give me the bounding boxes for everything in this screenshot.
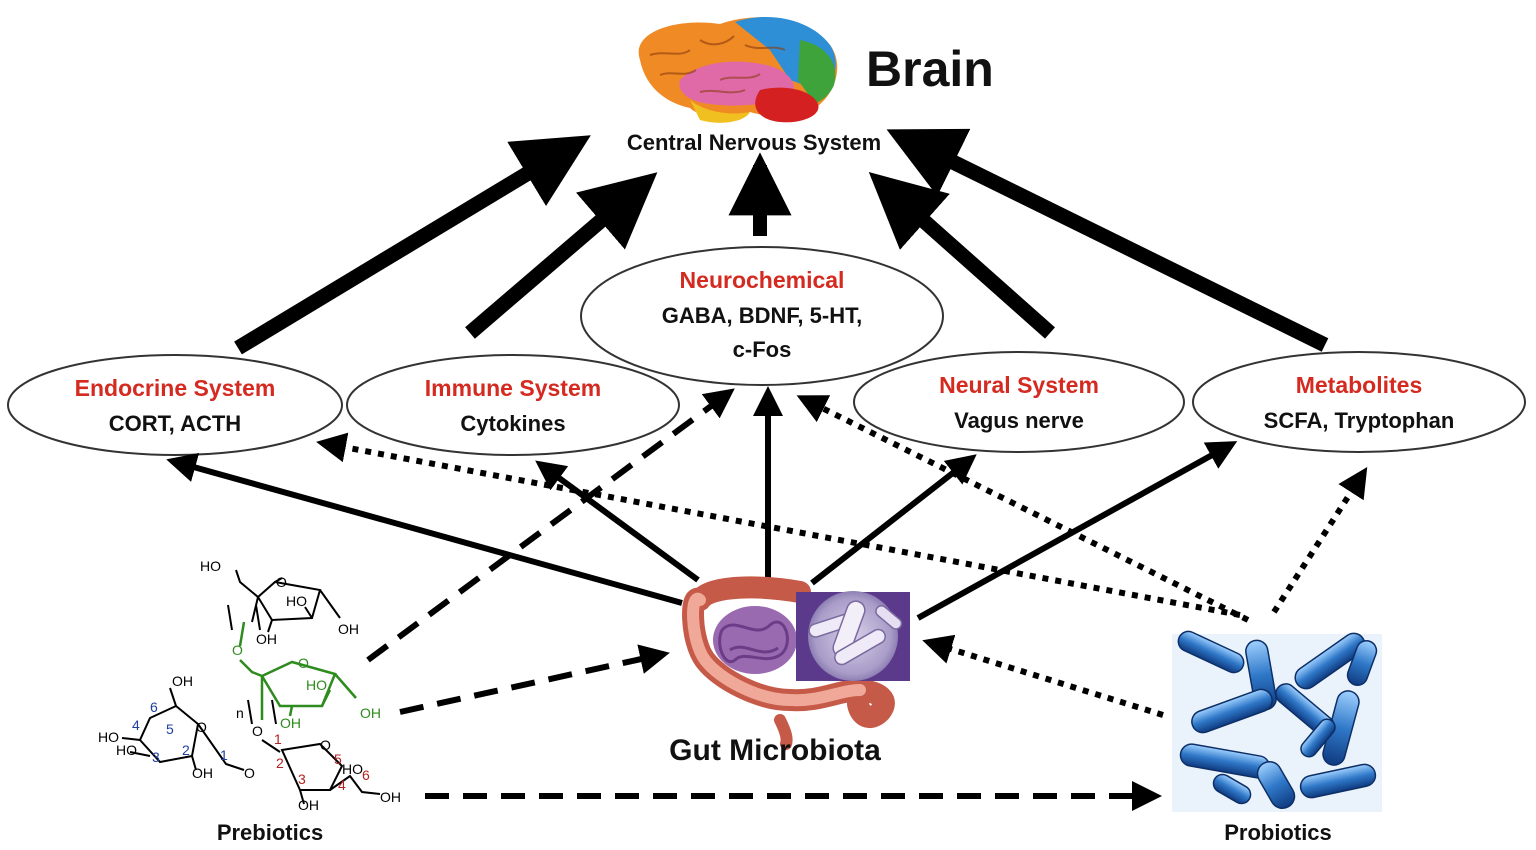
chem-label: HO (342, 761, 363, 777)
immune-title: Immune System (425, 375, 601, 401)
chem-label: OH (338, 621, 359, 637)
metabolites-sub: SCFA, Tryptophan (1264, 408, 1455, 433)
brain-title: Brain (866, 41, 994, 97)
arrows-to-cns (234, 128, 1329, 355)
chem-label: OH (280, 715, 301, 731)
immune-sub: Cytokines (460, 411, 565, 436)
chem-label: 2 (276, 755, 284, 771)
chem-label: HO (306, 677, 327, 693)
metabolites-title: Metabolites (1296, 372, 1423, 398)
endocrine-title: Endocrine System (75, 375, 276, 401)
chem-label: 1 (220, 747, 228, 763)
chem-label: OH (172, 673, 193, 689)
chem-label: HO (200, 558, 221, 574)
neurochemical-sub1: GABA, BDNF, 5-HT, (662, 303, 862, 328)
chem-label: n (236, 705, 244, 721)
arrows-from-gut (166, 386, 1238, 621)
bacteria-micrograph-icon (796, 591, 910, 681)
node-neural: Neural System Vagus nerve (853, 351, 1185, 453)
chem-label: 6 (362, 767, 370, 783)
probiotic-bacteria-icon (1172, 630, 1382, 812)
brain-icon (638, 16, 838, 123)
endocrine-sub: CORT, ACTH (109, 411, 241, 436)
prebiotics-label: Prebiotics (217, 820, 323, 845)
chem-label: O (276, 574, 287, 590)
chem-label: O (232, 642, 243, 658)
gut-to-endocrine-arrow (166, 452, 683, 606)
neurochemical-sub2: c-Fos (733, 337, 792, 362)
chem-label: O (252, 723, 263, 739)
gut-label: Gut Microbiota (669, 734, 881, 767)
chem-label: 5 (166, 721, 174, 737)
neural-title: Neural System (939, 372, 1099, 398)
chem-label: O (298, 655, 309, 671)
chem-label: OH (256, 631, 277, 647)
probiotics-to-gut-arrow (922, 634, 1164, 718)
node-metabolites: Metabolites SCFA, Tryptophan (1192, 351, 1526, 453)
gut-to-neural-arrow (810, 454, 977, 586)
chem-label: 5 (334, 751, 342, 767)
immune-to-brain-arrow (465, 172, 658, 339)
chem-label: HO (286, 593, 307, 609)
chem-label: O (244, 765, 255, 781)
neural-to-brain-arrow (868, 172, 1055, 339)
chem-label: 4 (132, 717, 140, 733)
chem-label: HO (116, 742, 137, 758)
chem-label: 3 (298, 771, 306, 787)
gut-to-immune-arrow (535, 460, 700, 583)
chem-label: O (320, 737, 331, 753)
chem-label: HO (98, 729, 119, 745)
chem-label: OH (360, 705, 381, 721)
gut-to-metabolites-arrow (916, 441, 1238, 621)
arrows-from-prebiotics (366, 388, 1162, 811)
chem-label: OH (298, 797, 319, 813)
node-immune: Immune System Cytokines (346, 354, 680, 456)
probiotics-label: Probiotics (1224, 820, 1332, 845)
chem-label: O (196, 719, 207, 735)
probiotics-to-neurochemical-arrow (796, 395, 1250, 623)
chem-label: 1 (274, 731, 282, 747)
intestine-icon (682, 576, 895, 750)
chem-label: 2 (182, 742, 190, 758)
cns-label: Central Nervous System (627, 130, 881, 155)
chem-label: OH (380, 789, 401, 805)
metabolites-to-brain-arrow (886, 128, 1329, 352)
prebiotic-structure-icon: HO O HO OH OH O O HO OH OH n O (98, 558, 401, 813)
chem-label: 3 (152, 749, 160, 765)
probiotics-to-metabolites-arrow (1271, 466, 1368, 614)
node-neurochemical: Neurochemical GABA, BDNF, 5-HT, c-Fos (580, 246, 944, 386)
arrows-from-probiotics (316, 395, 1368, 718)
prebiotics-to-gut-arrow (399, 644, 670, 715)
chem-label: 6 (150, 699, 158, 715)
neural-sub: Vagus nerve (954, 408, 1084, 433)
chem-label: 4 (338, 777, 346, 793)
neurochemical-title: Neurochemical (680, 267, 845, 293)
endocrine-to-brain-arrow (234, 135, 591, 355)
node-endocrine: Endocrine System CORT, ACTH (7, 354, 343, 456)
chem-label: OH (192, 765, 213, 781)
